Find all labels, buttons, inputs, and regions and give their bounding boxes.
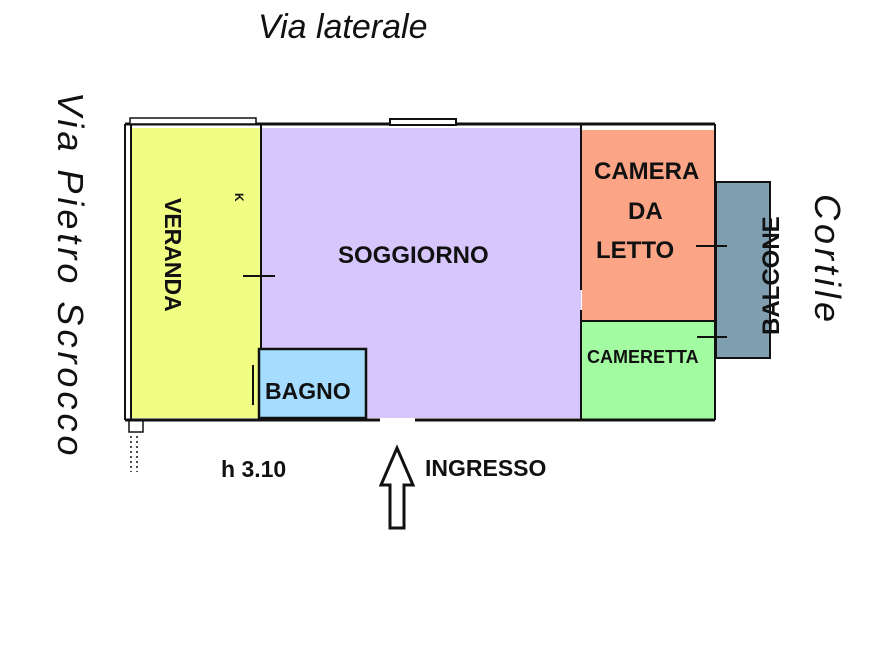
entrance-label: INGRESSO	[425, 455, 547, 481]
camera-label-line1: CAMERA	[594, 158, 700, 185]
veranda-label: VERANDA	[160, 198, 186, 312]
ceiling-height-label: h 3.10	[221, 456, 287, 482]
cameretta-label: CAMERETTA	[587, 347, 699, 367]
cameretta-room	[582, 322, 715, 419]
balcone-area	[715, 181, 771, 359]
soggiorno-label: SOGGIORNO	[338, 242, 489, 269]
kitchen-mark: K	[232, 193, 246, 202]
balcone-label: BALCONE	[758, 216, 785, 335]
camera-label-line2: DA	[628, 198, 663, 225]
camera-da-letto-room	[582, 130, 715, 321]
street-top-label: Via laterale	[258, 8, 428, 46]
street-right-label: Cortile	[807, 194, 848, 327]
bagno-room	[259, 350, 365, 417]
bagno-label: BAGNO	[265, 378, 351, 404]
street-left-label: Via Pietro Scrocco	[50, 92, 91, 460]
veranda-room	[131, 128, 261, 418]
camera-label-line3: LETTO	[596, 237, 675, 264]
walls	[124, 117, 727, 472]
entrance-arrow-icon	[378, 444, 416, 530]
